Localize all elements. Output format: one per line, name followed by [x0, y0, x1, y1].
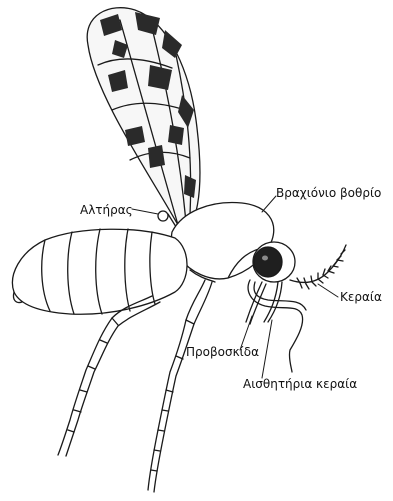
palp [264, 282, 282, 322]
label-proboscis: Προβοσκίδα [186, 346, 259, 358]
middle-leg [148, 280, 212, 492]
label-palp: Αισθητήρια κεραία [243, 378, 357, 390]
label-halter: Αλτήρας [80, 204, 133, 216]
antenna [290, 245, 346, 289]
abdomen [12, 229, 187, 314]
label-spiracle: Βραχιόνιο βοθρίο [276, 187, 381, 199]
wing [87, 8, 200, 228]
hind-leg [58, 296, 160, 456]
proboscis [246, 282, 266, 324]
label-antenna: Κεραία [340, 291, 382, 303]
head [253, 242, 295, 282]
